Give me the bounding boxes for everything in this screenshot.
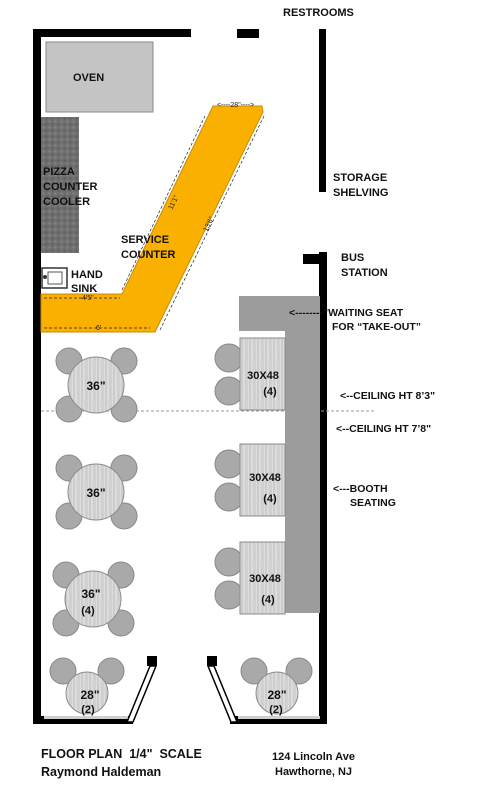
waiting-seat	[239, 296, 320, 331]
round-table-36-a: 36"	[55, 347, 138, 423]
round-tabletop	[65, 671, 109, 715]
round-tabletop	[255, 671, 299, 715]
booth-table-seats: (4)	[263, 493, 277, 505]
booth-table-seats: (4)	[261, 594, 275, 606]
front-window-right	[238, 716, 320, 719]
chair	[214, 482, 244, 512]
hand-sink	[41, 267, 68, 289]
booth-bench	[285, 331, 320, 613]
pizza-label-line3: COOLER	[43, 196, 90, 208]
booth-table-1: 30X48 (4)	[214, 337, 286, 411]
pizza-label-line2: COUNTER	[43, 181, 97, 193]
storage-label-line2: SHELVING	[333, 187, 388, 199]
storage-label-line1: STORAGE	[333, 172, 387, 184]
round-table-28-a: 28" (2)	[49, 657, 125, 716]
dim-bottom-45: 4'5"	[82, 295, 94, 302]
walls	[33, 29, 327, 724]
booth-seating-label-line1: <---BOOTH	[333, 483, 388, 495]
round-table-size: 28"	[80, 688, 99, 702]
plan-title: FLOOR PLAN 1/4" SCALE	[41, 747, 202, 761]
booth-table-size: 30X48	[249, 472, 281, 484]
restrooms-label: RESTROOMS	[283, 7, 354, 19]
oven	[45, 41, 154, 113]
round-table-size: 28"	[267, 688, 286, 702]
round-table-size: 36"	[81, 587, 100, 601]
service-counter-label-line1: SERVICE	[121, 234, 169, 246]
front-window-left	[44, 716, 128, 719]
faucet-icon	[43, 275, 47, 279]
service-counter-label-line2: COUNTER	[121, 249, 175, 261]
plan-author: Raymond Haldeman	[41, 765, 161, 779]
round-table-seats: (2)	[269, 704, 283, 716]
round-tabletop	[67, 356, 125, 414]
chair	[214, 449, 244, 479]
dim-bottom-6: 6'	[96, 325, 101, 332]
booth-tabletop	[239, 337, 286, 411]
door-post-left	[147, 656, 157, 666]
bus-station-label-line2: STATION	[341, 267, 388, 279]
pizza-label-line1: PIZZA	[43, 166, 75, 178]
booth-tabletop	[239, 443, 286, 517]
door-leaf-right	[206, 665, 239, 723]
pizza-counter-cooler	[41, 117, 79, 253]
booth-table-seats: (4)	[263, 386, 277, 398]
door-leaf-left	[125, 665, 158, 723]
round-table-size: 36"	[86, 379, 105, 393]
round-tabletop	[64, 570, 122, 628]
address-line1: 124 Lincoln Ave	[272, 751, 355, 763]
waiting-seat-label-line1: <--------"WAITING SEAT	[289, 307, 404, 319]
hand-sink-label-line2: SINK	[71, 283, 97, 295]
booth-seating-label-line2: SEATING	[350, 497, 396, 509]
booth-table-size: 30X48	[247, 370, 279, 382]
ceiling-label-upper: <--CEILING HT 8’3"	[340, 390, 435, 402]
waiting-seat-label-line2: FOR “TAKE-OUT”	[332, 321, 421, 333]
chair	[214, 580, 244, 610]
booth-table-3: 30X48 (4)	[214, 541, 286, 615]
booth-tabletop	[239, 541, 286, 615]
service-counter	[40, 105, 264, 333]
door-post-right	[207, 656, 217, 666]
round-table-seats: (4)	[81, 605, 95, 617]
round-table-seats: (2)	[81, 704, 95, 716]
round-table-36-c: 36" (4)	[52, 561, 135, 637]
round-table-36-b: 36"	[55, 454, 138, 530]
ceiling-label-lower: <--CEILING HT 7’8"	[336, 423, 431, 435]
round-table-28-b: 28" (2)	[240, 657, 313, 716]
round-tabletop	[67, 463, 125, 521]
oven-label: OVEN	[73, 72, 104, 84]
chair	[214, 343, 244, 373]
round-table-size: 36"	[86, 486, 105, 500]
booth-table-size: 30X48	[249, 573, 281, 585]
chair	[214, 376, 244, 406]
hand-sink-label-line1: HAND	[71, 269, 103, 281]
address-line2: Hawthorne, NJ	[275, 766, 352, 778]
dim-top-28: <----28"---->	[217, 102, 254, 109]
chair	[214, 547, 244, 577]
bus-station-label-line1: BUS	[341, 252, 364, 264]
booth-table-2: 30X48 (4)	[214, 443, 286, 517]
